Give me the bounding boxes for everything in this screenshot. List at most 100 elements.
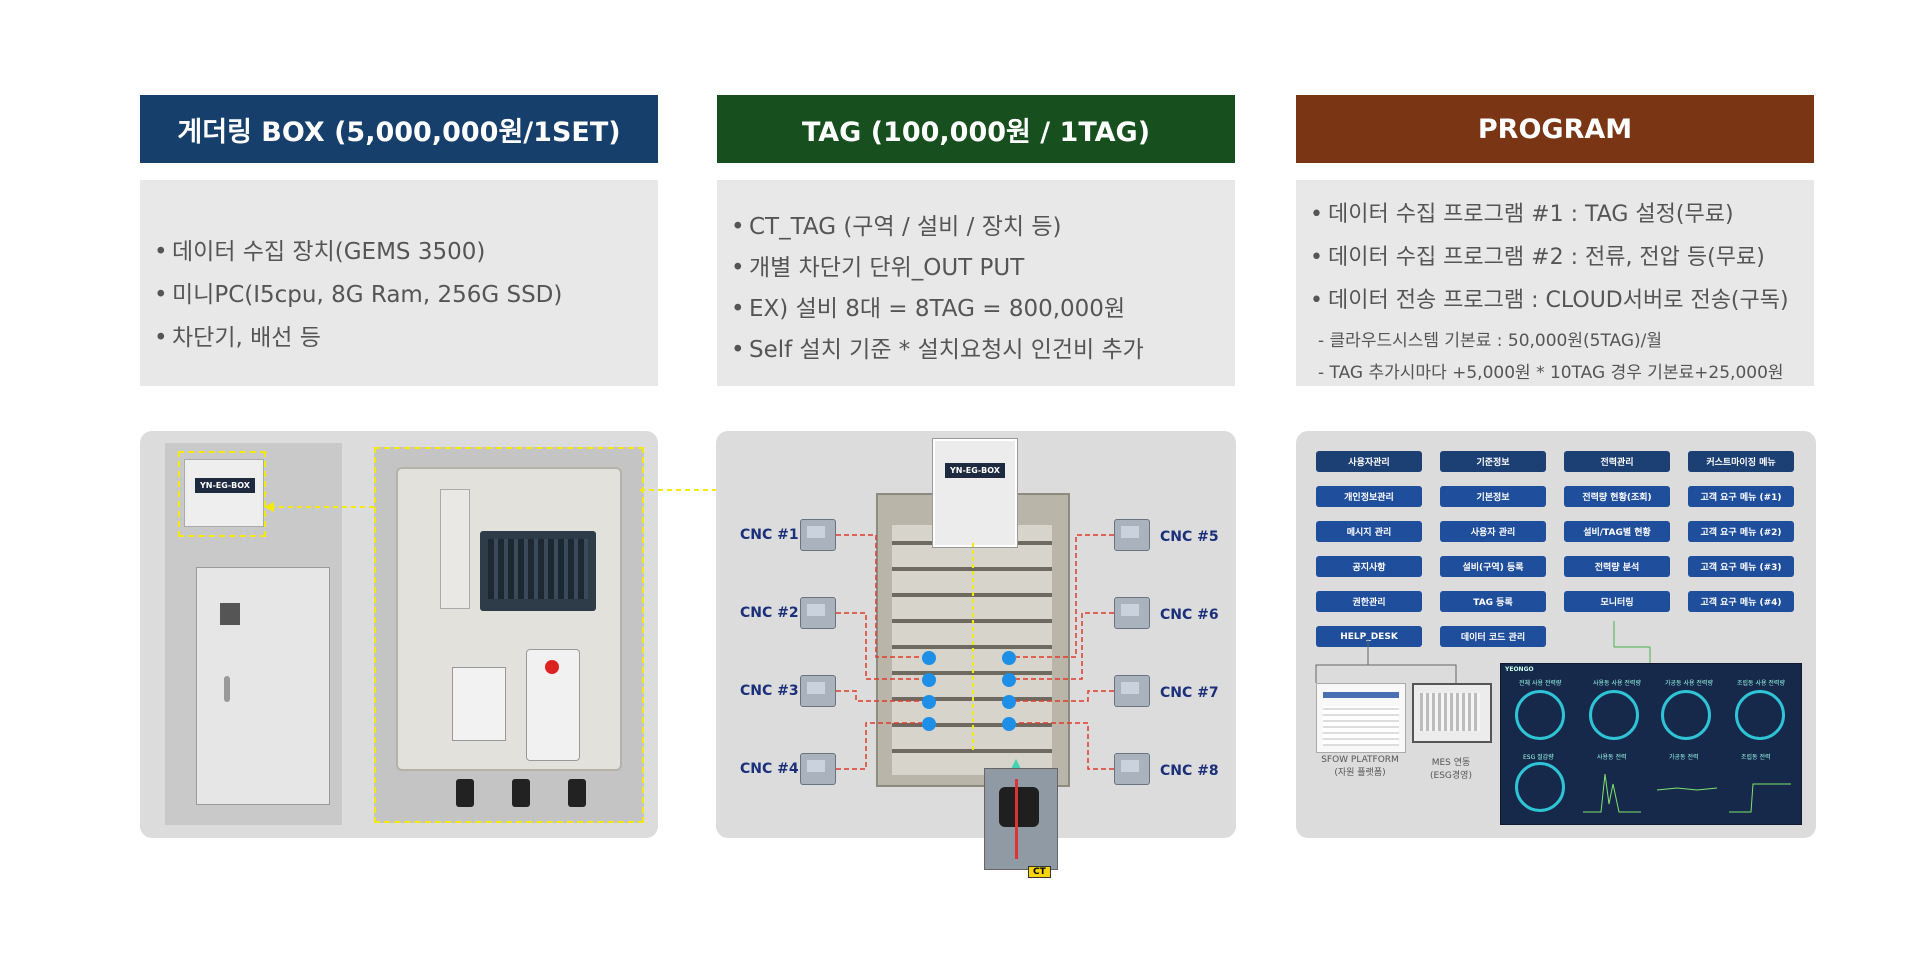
- cnc-label-2: CNC #2: [740, 605, 799, 621]
- header-program: PROGRAM: [1296, 95, 1814, 163]
- cnc-machine-icon: [800, 675, 836, 707]
- thumb-label: SFOW PLATFORM (자원 플랫폼): [1312, 755, 1408, 778]
- menu-header-1: 기준정보: [1440, 451, 1546, 472]
- bullet-item: •미니PC(I5cpu, 8G Ram, 256G SSD): [154, 275, 562, 309]
- chart-title: 사용동 전력: [1597, 754, 1627, 761]
- menu-item[interactable]: 메시지 관리: [1316, 521, 1422, 542]
- bullet-dot: •: [1310, 288, 1323, 313]
- header-tag-title: TAG (100,000원 / 1TAG): [801, 116, 1151, 148]
- menu-item[interactable]: 모니터링: [1564, 591, 1670, 612]
- cnc-machine-icon: [1114, 597, 1150, 629]
- connector-arrow: [264, 502, 374, 512]
- gauge-title: ESG 절감량: [1523, 754, 1554, 761]
- cnc-machine-icon: [1114, 519, 1150, 551]
- menu-connector-lines: [1315, 621, 1651, 683]
- cnc-machine-icon: [800, 753, 836, 785]
- menu-item[interactable]: 고객 요구 메뉴 (#1): [1688, 486, 1794, 507]
- gauge: [1589, 690, 1639, 740]
- mini-pc: [480, 531, 596, 611]
- gathering-box-description: •데이터 수집 장치(GEMS 3500) •미니PC(I5cpu, 8G Ra…: [140, 180, 658, 386]
- gauge: [1515, 762, 1565, 812]
- bullet-item: •차단기, 배선 등: [154, 318, 321, 352]
- cabinet-lock: [220, 603, 240, 625]
- ct-sensor-dot: [922, 695, 936, 709]
- thumb-label-line: MES 연동: [1431, 758, 1471, 768]
- bullet-dot: •: [731, 337, 745, 363]
- bullet-dot: •: [154, 282, 168, 308]
- menu-item[interactable]: 공지사항: [1316, 556, 1422, 577]
- bullet-item: •데이터 전송 프로그램 : CLOUD서버로 전송(구독): [1310, 282, 1789, 314]
- menu-item[interactable]: 권한관리: [1316, 591, 1422, 612]
- device-highlight-frame: [178, 451, 266, 537]
- thumb-label-line: (ESG경영): [1430, 771, 1472, 781]
- header-program-title: PROGRAM: [1477, 113, 1633, 145]
- cable-gland: [456, 779, 474, 807]
- bullet-item: •데이터 수집 프로그램 #2 : 전류, 전압 등(무료): [1310, 239, 1765, 271]
- thumb-label-line: SFOW PLATFORM: [1321, 755, 1399, 765]
- menu-item[interactable]: 개인정보관리: [1316, 486, 1422, 507]
- cnc-machine-icon: [1114, 753, 1150, 785]
- bullet-text: CT_TAG (구역 / 설비 / 장치 등): [749, 214, 1062, 240]
- menu-item[interactable]: 고객 요구 메뉴 (#4): [1688, 591, 1794, 612]
- header-gathering-box: 게더링 BOX (5,000,000원/1SET): [140, 95, 658, 163]
- bullet-dot: •: [1310, 202, 1323, 227]
- bullet-text: 미니PC(I5cpu, 8G Ram, 256G SSD): [172, 282, 563, 308]
- menu-item[interactable]: 전력량 현황(조회): [1564, 486, 1670, 507]
- gauge: [1735, 690, 1785, 740]
- menu-item[interactable]: 사용자 관리: [1440, 521, 1546, 542]
- menu-item[interactable]: TAG 등록: [1440, 591, 1546, 612]
- bullet-text: 차단기, 배선 등: [172, 325, 321, 351]
- electrical-cabinet: [196, 567, 330, 805]
- cable-gland: [512, 779, 530, 807]
- ct-sensor-dot: [1002, 651, 1016, 665]
- menu-item[interactable]: 설비(구역) 등록: [1440, 556, 1546, 577]
- menu-item[interactable]: 고객 요구 메뉴 (#3): [1688, 556, 1794, 577]
- enclosure: [396, 467, 622, 771]
- bullet-text: 데이터 전송 프로그램 : CLOUD서버로 전송(구독): [1328, 288, 1789, 313]
- bullet-dot: •: [731, 255, 745, 281]
- bullet-text: 데이터 수집 프로그램 #2 : 전류, 전압 등(무료): [1328, 245, 1765, 270]
- menu-item[interactable]: 고객 요구 메뉴 (#2): [1688, 521, 1794, 542]
- menu-item[interactable]: HELP_DESK: [1316, 626, 1422, 647]
- breaker: [452, 667, 506, 741]
- menu-item[interactable]: 기본정보: [1440, 486, 1546, 507]
- bullet-dot: •: [154, 325, 168, 351]
- bullet-text: Self 설치 기준 * 설치요청시 인건비 추가: [749, 337, 1144, 363]
- gauge-title: 사용동 사용 전력량: [1593, 680, 1641, 687]
- dashboard-logo: YEONGO: [1505, 666, 1534, 673]
- dashboard-mini-charts: [1583, 773, 1791, 813]
- ct-sensor-dot: [1002, 695, 1016, 709]
- cnc-label-7: CNC #7: [1160, 685, 1219, 701]
- bullet-item: •데이터 수집 프로그램 #1 : TAG 설정(무료): [1310, 196, 1734, 228]
- cnc-machine-icon: [1114, 675, 1150, 707]
- cnc-label-4: CNC #4: [740, 761, 799, 777]
- bullet-text: EX) 설비 8대 = 8TAG = 800,000원: [749, 296, 1126, 322]
- gauge-title: 조립동 사용 전력량: [1737, 680, 1785, 687]
- ct-sensor-dot: [922, 651, 936, 665]
- menu-item[interactable]: 데이터 코드 관리: [1440, 626, 1546, 647]
- pricing-note: - 클라우드시스템 기본료 : 50,000원(5TAG)/월: [1318, 331, 1663, 351]
- gauge: [1661, 690, 1711, 740]
- menu-item[interactable]: 전력량 분석: [1564, 556, 1670, 577]
- panel-device-label: YN-EG-BOX: [945, 463, 1005, 478]
- ct-sensor-dot: [922, 673, 936, 687]
- chart-title: 가공동 전력: [1669, 754, 1699, 761]
- tag-description: •CT_TAG (구역 / 설비 / 장치 등) •개별 차단기 단위_OUT …: [717, 180, 1235, 386]
- menu-item[interactable]: 설비/TAG별 현황: [1564, 521, 1670, 542]
- bullet-dot: •: [154, 239, 168, 265]
- bullet-dot: •: [1310, 245, 1323, 270]
- header-tag: TAG (100,000원 / 1TAG): [717, 95, 1235, 163]
- chart-title: 조립동 전력: [1741, 754, 1771, 761]
- pricing-note: - TAG 추가시마다 +5,000원 * 10TAG 경우 기본료+25,00…: [1318, 363, 1784, 383]
- thumb-mes-monitor: [1412, 683, 1492, 743]
- cnc-label-5: CNC #5: [1160, 529, 1219, 545]
- bullet-item: •개별 차단기 단위_OUT PUT: [731, 248, 1024, 282]
- ct-sensor-dot: [1002, 673, 1016, 687]
- menu-header-0: 사용자관리: [1316, 451, 1422, 472]
- cnc-label-8: CNC #8: [1160, 763, 1219, 779]
- cnc-machine-icon: [800, 519, 836, 551]
- device-label: YN-EG-BOX: [195, 478, 255, 493]
- cnc-label-6: CNC #6: [1160, 607, 1219, 623]
- panel-device-box: YN-EG-BOX: [933, 439, 1017, 547]
